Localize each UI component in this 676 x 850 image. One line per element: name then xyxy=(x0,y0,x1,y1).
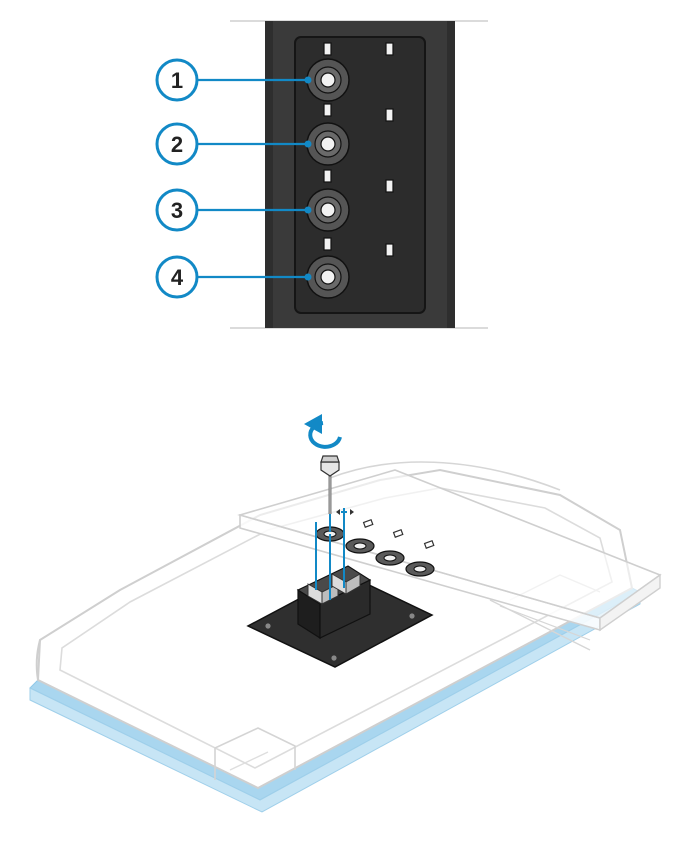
stand-riser xyxy=(296,565,372,640)
callout-label: 4 xyxy=(171,265,184,290)
mounting-slots xyxy=(323,42,394,257)
screw-hole-4 xyxy=(306,255,350,299)
rotate-counterclockwise-icon xyxy=(304,414,342,449)
callout-4: 4 xyxy=(155,255,312,299)
callout-label: 3 xyxy=(171,198,183,223)
callout-1: 1 xyxy=(155,58,312,102)
screw-hole-2 xyxy=(306,122,350,166)
arm-slots xyxy=(362,518,435,549)
callout-3: 3 xyxy=(155,188,312,232)
screw-hole-3 xyxy=(306,188,350,232)
mounting-panel-detail: 1 2 3 4 xyxy=(155,20,488,329)
callout-label: 2 xyxy=(171,132,183,157)
arm-screw-holes xyxy=(315,526,435,577)
direction-arrows xyxy=(336,509,354,515)
callout-2: 2 xyxy=(155,122,312,166)
screw-hole-1 xyxy=(306,58,350,102)
screw-icon xyxy=(320,455,340,514)
monitor-assembly xyxy=(29,414,662,813)
callout-label: 1 xyxy=(171,68,183,93)
screw-holes xyxy=(306,58,350,299)
